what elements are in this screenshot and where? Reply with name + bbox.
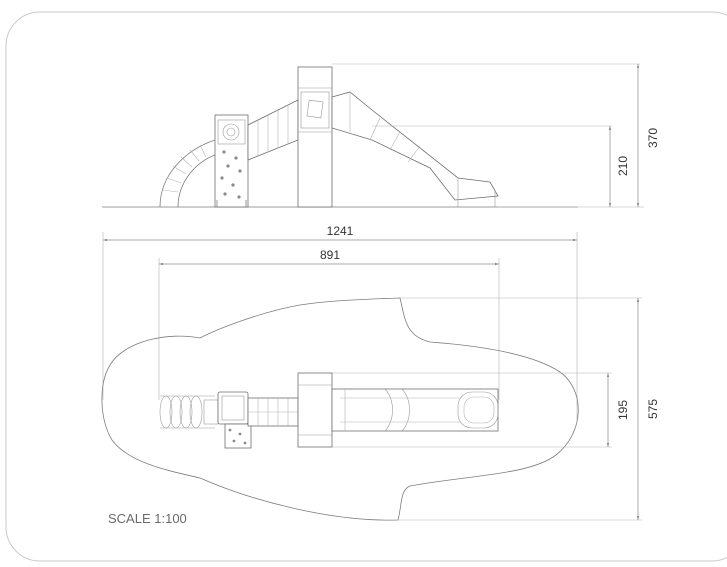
overall-width-label: 575 [646, 399, 660, 419]
straight-tube-slide [331, 91, 499, 207]
safety-zone-outline [101, 297, 579, 521]
drawing-frame [5, 11, 727, 562]
side-elevation-view: 370 210 [102, 63, 660, 208]
main-tower [297, 66, 333, 208]
slide-width-label: 195 [616, 400, 630, 420]
overall-length-label: 1241 [327, 224, 354, 238]
main-tower-plan [297, 372, 333, 448]
height-slide-label: 210 [616, 156, 630, 176]
spiral-slide-plan [159, 395, 219, 429]
straight-slide-plan [331, 388, 499, 432]
height-total-label: 370 [646, 128, 660, 148]
scale-label: SCALE 1:100 [108, 511, 187, 526]
equipment-length-label: 891 [320, 248, 340, 262]
climbing-tower-plan [217, 391, 252, 449]
climbing-wall-tower [214, 114, 249, 208]
tunnel-bridge-plan [247, 397, 299, 427]
spiral-tube-slide [159, 139, 216, 208]
plan-view: 1241 891 575 195 [101, 224, 660, 521]
tunnel-bridge [247, 99, 299, 161]
